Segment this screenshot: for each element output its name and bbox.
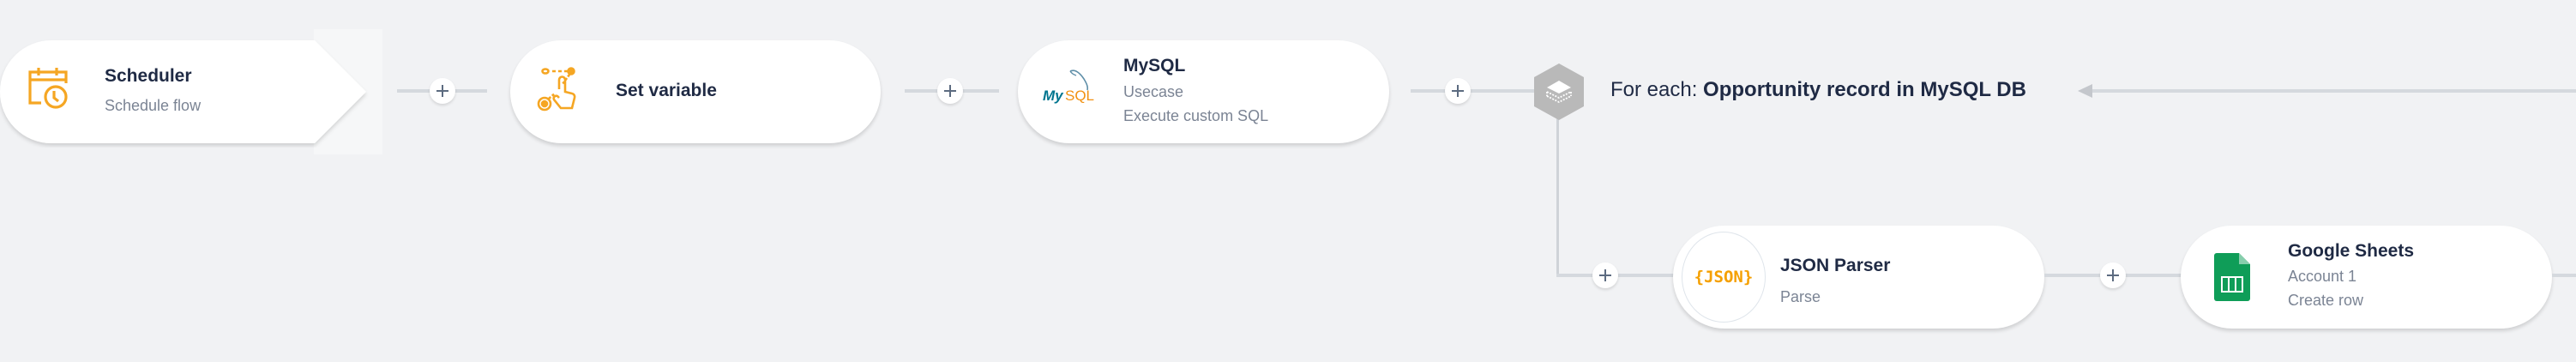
plus-icon xyxy=(1452,85,1464,97)
json-icon: {JSON} xyxy=(1682,232,1766,323)
plus-icon xyxy=(2107,269,2119,281)
mysql-logo-sql: SQL xyxy=(1065,87,1095,104)
connector xyxy=(1411,89,1535,93)
mysql-action: Execute custom SQL xyxy=(1123,107,1269,124)
google-sheets-action: Create row xyxy=(2288,292,2364,309)
dolphin-icon xyxy=(1069,69,1089,91)
google-sheets-account: Account 1 xyxy=(2288,268,2357,285)
set-variable-node[interactable] xyxy=(510,40,881,143)
loop-back-connector xyxy=(2091,89,2576,93)
for-each-prefix: For each: xyxy=(1610,78,1704,101)
json-parser-title: JSON Parser xyxy=(1780,256,1891,275)
for-each-label[interactable]: For each: Opportunity record in MySQL DB xyxy=(1610,78,2026,102)
json-icon-text: {JSON} xyxy=(1694,268,1754,287)
mysql-logo-my: My xyxy=(1043,87,1063,104)
scheduler-subtitle: Schedule flow xyxy=(105,97,202,114)
add-step-button[interactable] xyxy=(937,78,963,104)
plus-icon xyxy=(944,85,956,97)
add-step-button[interactable] xyxy=(1592,262,1618,288)
calendar-clock-icon xyxy=(28,68,68,109)
mysql-usecase: Usecase xyxy=(1123,83,1184,100)
mysql-logo: My SQL xyxy=(1043,69,1098,106)
layers-hexagon-icon[interactable] xyxy=(1532,63,1586,121)
add-step-button[interactable] xyxy=(430,78,455,104)
connector xyxy=(2552,274,2576,277)
json-parser-subtitle: Parse xyxy=(1780,288,1821,305)
add-step-button[interactable] xyxy=(2100,262,2126,288)
plus-icon xyxy=(436,85,448,97)
mysql-node[interactable] xyxy=(1018,40,1389,143)
google-sheets-icon xyxy=(2214,253,2250,301)
mysql-title: MySQL xyxy=(1123,56,1186,75)
set-variable-title: Set variable xyxy=(616,81,717,100)
google-sheets-title: Google Sheets xyxy=(2288,241,2415,261)
plus-icon xyxy=(1599,269,1611,281)
loop-branch-connector xyxy=(1556,117,1559,277)
arrow-left-icon xyxy=(2078,84,2092,98)
add-step-button[interactable] xyxy=(1445,78,1471,104)
scheduler-title: Scheduler xyxy=(105,66,192,86)
for-each-subject: Opportunity record in MySQL DB xyxy=(1703,78,2026,101)
scheduler-node[interactable] xyxy=(0,38,370,148)
hand-pointer-variable-icon xyxy=(537,67,576,112)
